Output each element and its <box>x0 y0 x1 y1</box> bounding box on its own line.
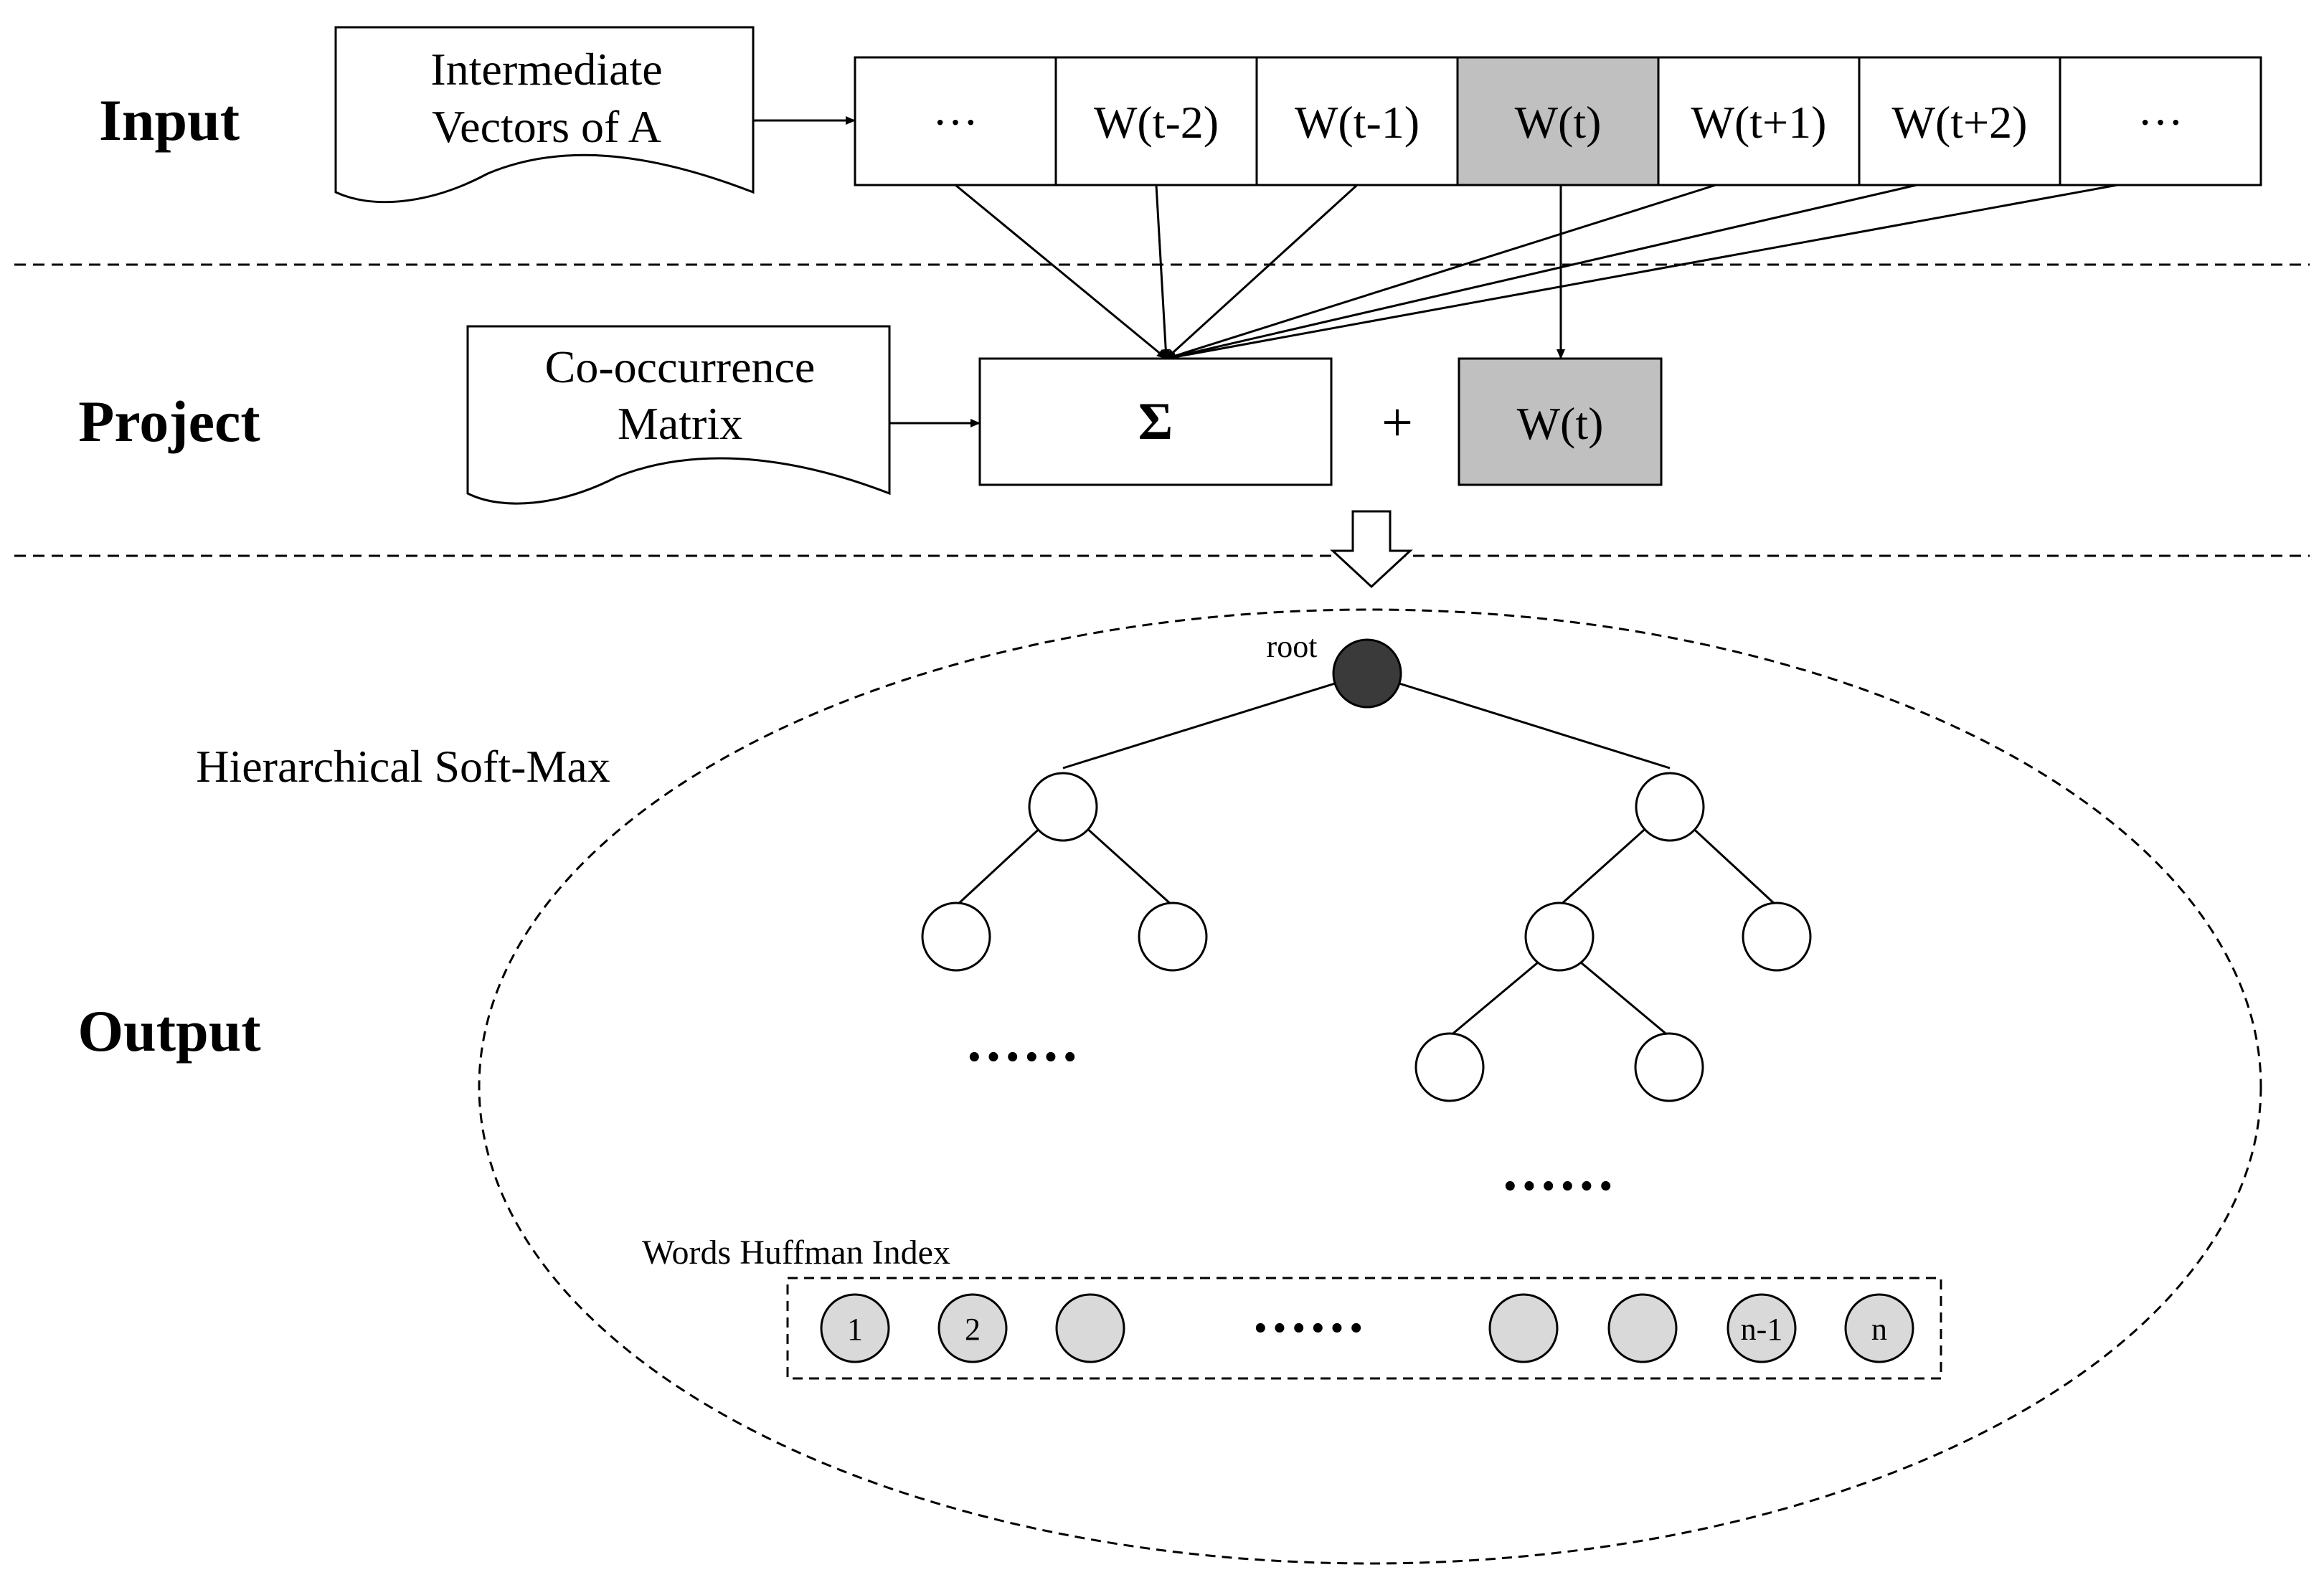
plus-sign: + <box>1381 391 1413 453</box>
context-arrow <box>1166 184 2118 361</box>
tree-node <box>921 902 991 972</box>
root-label: root <box>1267 629 1318 664</box>
down-flow-arrow <box>1330 510 1413 589</box>
projected-wt-label: W(t) <box>1517 398 1604 449</box>
sum-box: Σ <box>978 357 1333 486</box>
huffman-node <box>1844 1293 1914 1363</box>
tree-edges <box>955 672 1778 1038</box>
input-vector-cell-label: W(t-1) <box>1295 97 1420 148</box>
huffman-node <box>1488 1293 1559 1363</box>
cooccurrence-line2: Matrix <box>618 398 742 449</box>
tree-node <box>1028 772 1098 842</box>
input-vector-cell <box>1456 56 1660 186</box>
huffman-node-label: 1 <box>847 1312 863 1347</box>
huffman-node <box>937 1293 1008 1363</box>
input-vector-cell-label: W(t+2) <box>1892 97 2028 148</box>
input-section-label: Input <box>99 87 240 153</box>
huffman-node <box>1727 1293 1797 1363</box>
softmax-label: Hierarchical Soft-Max <box>196 741 610 792</box>
tree-ellipsis-left: ······ <box>965 1026 1080 1089</box>
sum-symbol: Σ <box>1138 392 1173 451</box>
context-arrows <box>955 184 2118 361</box>
input-vector-cell-label: ··· <box>2138 97 2183 148</box>
context-arrow <box>1166 184 1917 361</box>
input-vector-cell-label: ··· <box>932 97 978 148</box>
context-arrow <box>955 184 1167 360</box>
intermediate-vectors-line2: Vectors of A <box>432 101 661 152</box>
input-vector-cell <box>1255 56 1459 186</box>
tree-ellipsis-right: ······ <box>1501 1155 1615 1218</box>
huffman-node <box>1055 1293 1125 1363</box>
input-vector-cell-label: W(t-2) <box>1094 97 1219 148</box>
tree-node <box>1634 1032 1704 1102</box>
input-vector-cell <box>2059 56 2262 186</box>
input-vector-cell <box>854 56 1057 186</box>
input-vector-cell-label: W(t) <box>1515 97 1602 148</box>
intermediate-vectors-line1: Intermediate <box>430 44 662 95</box>
tree-node <box>1138 902 1208 972</box>
input-vector-row: ··· W(t-2) W(t-1) W(t) W(t+1) W(t+2) ··· <box>854 56 2262 186</box>
output-boundary-ellipse <box>478 608 2262 1565</box>
input-vector-cell <box>1054 56 1258 186</box>
huffman-node-label: n-1 <box>1741 1312 1783 1347</box>
huffman-node-label: n <box>1871 1312 1887 1347</box>
project-section-label: Project <box>78 389 260 454</box>
input-vector-cell-label: W(t+1) <box>1691 97 1827 148</box>
tree-node <box>1414 1032 1485 1102</box>
tree-node <box>1524 902 1595 972</box>
intermediate-vectors-document: Intermediate Vectors of A <box>334 26 755 204</box>
projected-wt-box: W(t) <box>1458 357 1663 486</box>
huffman-node <box>820 1293 890 1363</box>
huffman-node-row: 1 2 n-1 n <box>820 1293 1914 1363</box>
tree-node <box>1635 772 1705 842</box>
huffman-node-label: 2 <box>965 1312 981 1347</box>
input-vector-cell <box>1657 56 1861 186</box>
output-section-label: Output <box>77 998 260 1064</box>
tree-node <box>1742 902 1812 972</box>
context-arrow <box>1166 184 1716 360</box>
input-vector-cell <box>1858 56 2061 186</box>
context-arrow <box>1155 184 1171 359</box>
huffman-node <box>1607 1293 1678 1363</box>
context-arrow <box>1165 184 1359 360</box>
cooccurrence-matrix-document: Co-occurrence Matrix <box>466 325 891 505</box>
tree-root-node <box>1332 638 1402 709</box>
cooccurrence-line1: Co-occurrence <box>545 341 816 392</box>
huffman-ellipsis: ······ <box>1251 1297 1366 1360</box>
huffman-index-label: Words Huffman Index <box>642 1234 950 1272</box>
